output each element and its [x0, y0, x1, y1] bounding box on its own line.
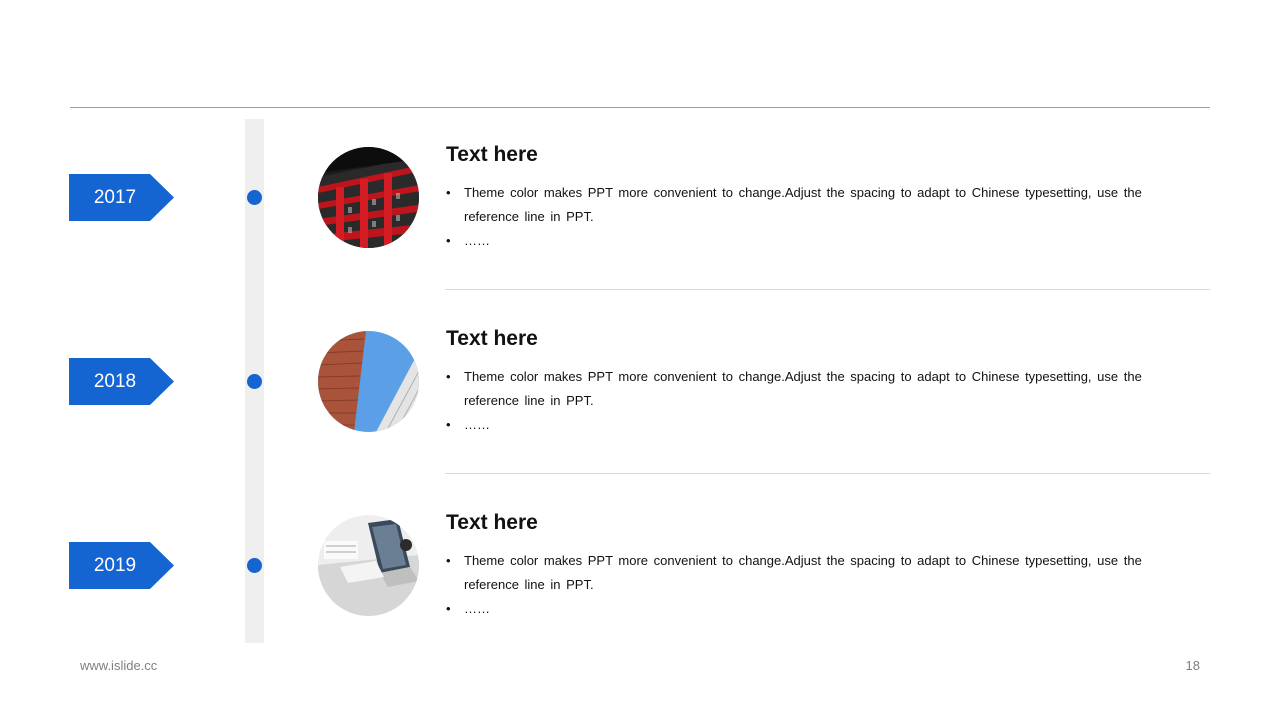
- bullet-text: ……: [464, 233, 490, 248]
- footer-url: www.islide.cc: [80, 658, 158, 673]
- list-item: •……: [446, 601, 490, 616]
- row-divider: [445, 473, 1210, 474]
- top-divider: [70, 107, 1210, 108]
- bullet-text: ……: [464, 417, 490, 432]
- timeline-dot: [247, 374, 262, 389]
- timeline-dot: [247, 190, 262, 205]
- row-divider: [445, 289, 1210, 290]
- list-item: •Theme color makes PPT more convenient t…: [446, 369, 1142, 408]
- bullet-text: ……: [464, 601, 490, 616]
- year-tag-2018: 2018: [69, 358, 174, 405]
- entry-title: Text here: [446, 327, 538, 350]
- timeline-dot: [247, 558, 262, 573]
- year-label: 2019: [93, 555, 137, 576]
- entry-title: Text here: [446, 511, 538, 534]
- list-item: •……: [446, 233, 490, 248]
- year-label: 2017: [93, 187, 137, 208]
- year-label: 2018: [93, 371, 137, 392]
- bullet-text: Theme color makes PPT more convenient to…: [464, 185, 1142, 224]
- entry-title: Text here: [446, 143, 538, 166]
- page-number: 18: [1185, 658, 1200, 673]
- laptop-desk-photo: [318, 515, 419, 616]
- skyscraper-sky-photo: [318, 331, 419, 432]
- bullet-text: Theme color makes PPT more convenient to…: [464, 369, 1142, 408]
- list-item: •Theme color makes PPT more convenient t…: [446, 553, 1142, 592]
- red-building-photo: [318, 147, 419, 248]
- entry-bullets: •Theme color makes PPT more convenient t…: [446, 181, 1186, 253]
- year-tag-2019: 2019: [69, 542, 174, 589]
- bullet-text: Theme color makes PPT more convenient to…: [464, 553, 1142, 592]
- year-tag-2017: 2017: [69, 174, 174, 221]
- list-item: •Theme color makes PPT more convenient t…: [446, 185, 1142, 224]
- entry-bullets: •Theme color makes PPT more convenient t…: [446, 365, 1186, 437]
- list-item: •……: [446, 417, 490, 432]
- entry-bullets: •Theme color makes PPT more convenient t…: [446, 549, 1186, 621]
